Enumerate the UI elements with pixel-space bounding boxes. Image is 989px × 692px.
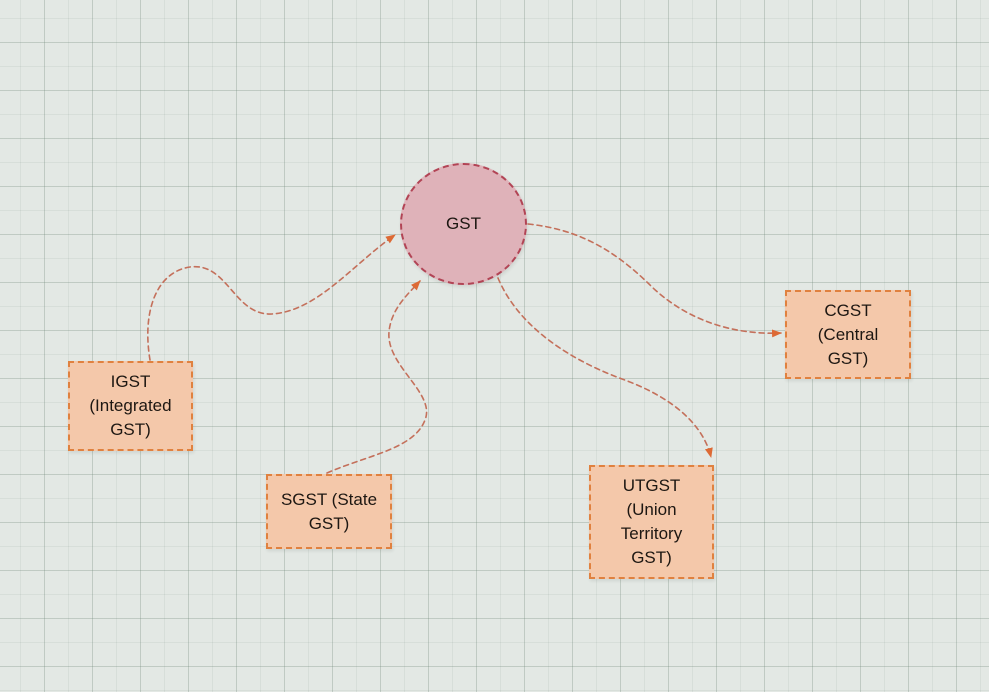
node-utgst-label-line: UTGST (622, 476, 681, 495)
node-sgst[interactable]: SGST (State GST) (266, 474, 392, 549)
node-igst[interactable]: IGST (Integrated GST) (68, 361, 193, 451)
edge-gst-to-utgst[interactable] (497, 277, 713, 458)
node-igst-label-line: (Integrated (89, 396, 172, 415)
edge-gst-to-cgst[interactable] (527, 223, 782, 338)
node-sgst-label-line: SGST (State (280, 489, 378, 509)
node-utgst[interactable]: UTGST (Union Territory GST) (589, 465, 714, 579)
edge-sgst-to-gst[interactable] (326, 280, 428, 474)
node-igst-label-line: GST) (110, 420, 151, 439)
edge-igst-to-gst[interactable] (147, 234, 396, 361)
node-cgst-label-line: CGST (824, 300, 872, 320)
node-gst[interactable]: GST (400, 163, 527, 285)
node-sgst-label-line: GST) (308, 513, 350, 533)
node-gst-label: GST (446, 214, 481, 233)
node-cgst-label-line: GST) (827, 348, 869, 368)
node-cgst[interactable]: CGST (Central GST) (785, 290, 911, 379)
node-igst-label-line: IGST (110, 372, 151, 391)
node-utgst-label-line: GST) (631, 548, 672, 567)
node-utgst-label-line: (Union (626, 500, 677, 519)
node-cgst-label-line: (Central (817, 324, 879, 344)
node-utgst-label-line: Territory (620, 524, 683, 543)
